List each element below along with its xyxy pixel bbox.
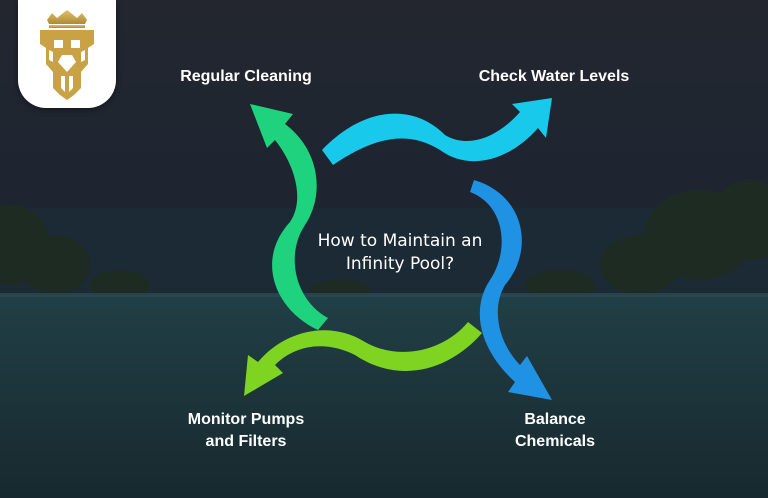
step-label-monitor-pumps: Monitor Pumps and Filters	[170, 409, 322, 453]
crown-lion-logo-icon	[40, 10, 94, 100]
center-question: How to Maintain an Infinity Pool?	[290, 230, 510, 276]
step-label-line: Balance	[524, 411, 586, 428]
pool-water	[0, 295, 768, 498]
arrow-balance-chemicals	[470, 180, 552, 400]
step-label-balance-chemicals: Balance Chemicals	[490, 409, 620, 453]
pool-edge	[0, 293, 768, 297]
logo-card	[18, 0, 116, 108]
cycle-arrows	[244, 98, 552, 400]
sky	[0, 0, 768, 215]
arrow-regular-cleaning	[250, 104, 328, 330]
trees-left	[0, 205, 150, 300]
arrow-monitor-pumps	[244, 322, 482, 396]
step-label-regular-cleaning: Regular Cleaning	[160, 66, 332, 88]
trees-right	[310, 180, 768, 300]
arrow-check-water-levels	[322, 98, 552, 165]
step-label-line: Chemicals	[514, 433, 596, 450]
center-question-line: How to Maintain an	[317, 231, 483, 251]
step-label-check-water-levels: Check Water Levels	[458, 66, 650, 88]
step-label-line: Check Water Levels	[478, 68, 630, 85]
step-label-line: and Filters	[205, 433, 287, 450]
center-question-line: Infinity Pool?	[345, 254, 455, 274]
step-label-line: Regular Cleaning	[180, 68, 312, 85]
step-label-line: Monitor Pumps	[187, 411, 305, 428]
